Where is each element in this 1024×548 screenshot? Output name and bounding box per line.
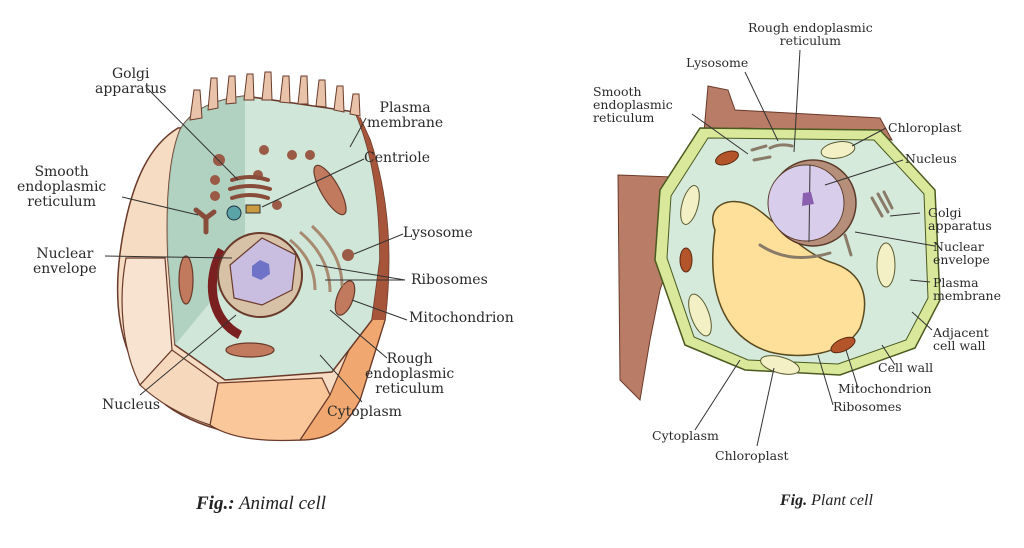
plant-cell-diagram xyxy=(617,49,941,447)
animal-golgi-apparatus xyxy=(228,175,272,200)
animal-cell-caption: Fig.: Animal cell xyxy=(196,493,326,515)
animal-smooth-er xyxy=(193,207,217,235)
plant-label-nuclear-envelope: Nuclear envelope xyxy=(933,239,990,267)
plant-label-lysosome: Lysosome xyxy=(686,55,749,70)
plant-label-plasma-membrane: Plasma membrane xyxy=(933,275,1001,303)
animal-cell-diagram xyxy=(104,71,408,442)
plant-er-golgi xyxy=(750,143,894,259)
plant-label-nucleus: Nucleus xyxy=(905,151,957,166)
animal-caption-prefix: Fig.: xyxy=(196,493,235,514)
plant-label-smooth-er: Smooth endoplasmic reticulum xyxy=(593,84,673,125)
animal-label-mitochondrion: Mitochondrion xyxy=(409,310,514,326)
animal-outer-left-bottom xyxy=(139,349,219,426)
animal-label-ribosomes: Ribosomes xyxy=(411,272,488,288)
animal-label-plasma-membrane: Plasma membrane xyxy=(367,100,444,131)
plant-label-golgi-apparatus: Golgi apparatus xyxy=(928,205,992,233)
plant-mitochondria xyxy=(679,150,856,354)
animal-label-lysosome: Lysosome xyxy=(403,225,473,241)
animal-label-smooth-er: Smooth endoplasmic reticulum xyxy=(17,164,107,210)
animal-caption-text: Animal cell xyxy=(238,493,327,514)
plant-label-cytoplasm: Cytoplasm xyxy=(652,428,719,443)
plant-nucleolus xyxy=(802,192,814,206)
animal-label-centriole: Centriole xyxy=(364,150,431,166)
plant-chloroplasts xyxy=(680,141,896,375)
plant-label-mitochondrion: Mitochondrion xyxy=(838,381,932,396)
plant-cell-caption: Fig. Plant cell xyxy=(780,492,873,510)
animal-microvilli xyxy=(189,71,361,121)
plant-label-rough-er: Rough endoplasmic reticulum xyxy=(748,20,873,48)
plant-vacuole xyxy=(712,200,866,357)
animal-vesicles xyxy=(210,145,354,261)
animal-centriole xyxy=(245,204,261,214)
animal-nucleolus xyxy=(252,260,270,280)
animal-label-cytoplasm: Cytoplasm xyxy=(327,404,402,420)
plant-label-chloroplast-top: Chloroplast xyxy=(888,120,962,135)
animal-label-rough-er: Rough endoplasmic reticulum xyxy=(365,351,455,397)
animal-mitochondria xyxy=(178,164,356,358)
animal-label-golgi-apparatus: Golgi apparatus xyxy=(95,66,167,97)
animal-plasma-membrane xyxy=(355,112,389,320)
plant-caption-prefix: Fig. xyxy=(780,492,808,509)
animal-label-nuclear-envelope: Nuclear envelope xyxy=(33,246,97,277)
animal-label-nucleus: Nucleus xyxy=(102,397,161,413)
plant-caption-text: Plant cell xyxy=(811,492,873,509)
plant-label-ribosomes: Ribosomes xyxy=(833,399,902,414)
animal-outer-bottom xyxy=(209,377,331,442)
plant-pointer-lines xyxy=(691,49,936,447)
animal-rough-er xyxy=(207,247,243,340)
plant-label-chloroplast-bottom: Chloroplast xyxy=(715,448,789,463)
plant-label-adjacent-cell-wall: Adjacent cell wall xyxy=(933,325,989,353)
plant-label-cell-wall: Cell wall xyxy=(878,360,934,375)
animal-pointer-lines xyxy=(104,86,408,403)
